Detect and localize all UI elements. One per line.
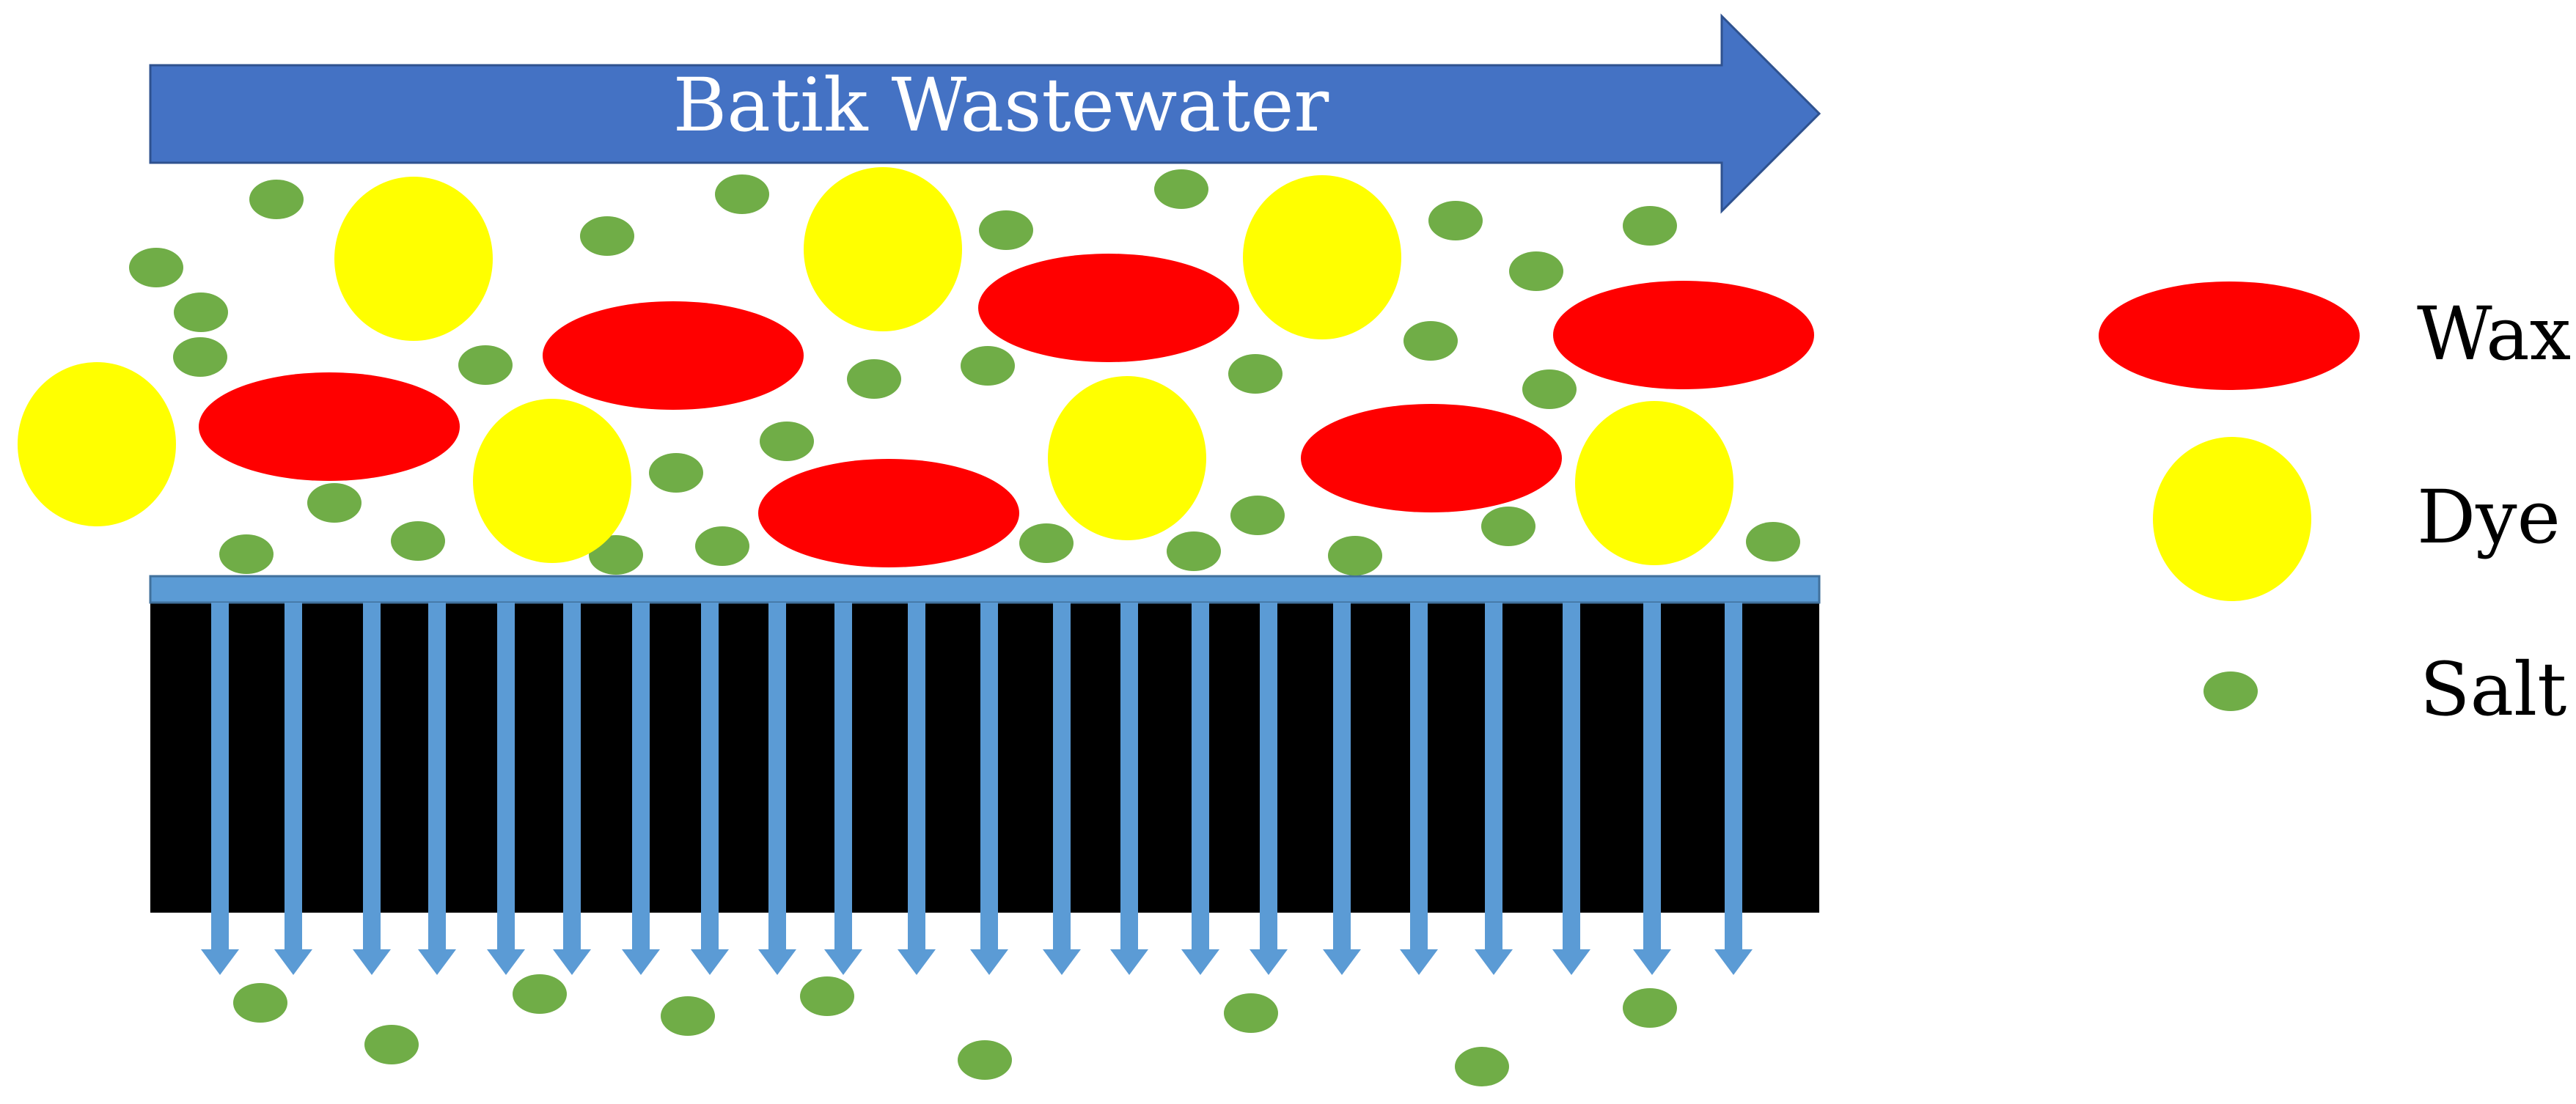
salt-particle <box>847 359 901 399</box>
wax-particles <box>199 254 1814 567</box>
permeate-arrow <box>1400 603 1438 975</box>
salt-particle <box>1481 507 1535 546</box>
wax-particle <box>758 459 1019 567</box>
permeate-salt-particles <box>233 974 1677 1086</box>
salt-particle <box>979 210 1033 250</box>
salt-particle <box>1455 1047 1509 1086</box>
feed-salt-particles <box>129 169 1800 575</box>
wax-particle <box>1301 404 1562 512</box>
salt-particle <box>233 983 287 1023</box>
salt-particle <box>695 526 749 566</box>
salt-particle <box>1019 523 1074 563</box>
legend-item-dye: Dye <box>2153 437 2561 601</box>
salt-particle <box>1224 993 1278 1033</box>
salt-particle <box>458 345 513 385</box>
permeate-arrow <box>201 603 239 975</box>
membrane-surface-layer <box>149 575 1821 604</box>
salt-particle <box>715 174 769 214</box>
flow-arrow-shape <box>149 13 1821 214</box>
wax-particle <box>543 301 804 410</box>
legend-dye-swatch <box>2153 437 2311 601</box>
permeate-arrow <box>758 603 796 975</box>
salt-particle <box>760 422 814 461</box>
permeate-arrow <box>553 603 591 975</box>
permeate-arrow <box>1323 603 1361 975</box>
salt-particle <box>1623 988 1677 1028</box>
salt-particle <box>649 453 703 493</box>
permeate-arrow <box>1552 603 1590 975</box>
salt-particle <box>307 483 362 523</box>
dye-particle <box>804 167 962 331</box>
permeate-arrow <box>274 603 312 975</box>
wax-particle <box>1553 281 1814 389</box>
permeate-arrow <box>487 603 525 975</box>
legend-item-salt: Salt <box>2203 647 2566 732</box>
permeate-arrow <box>970 603 1008 975</box>
legend-salt-label: Salt <box>2420 647 2566 732</box>
salt-particle <box>1522 369 1577 409</box>
salt-particle <box>800 976 854 1016</box>
permeate-arrow <box>418 603 456 975</box>
permeate-arrow <box>1714 603 1753 975</box>
salt-particle <box>1154 169 1208 209</box>
feed-particles <box>18 167 1814 575</box>
wastewater-flow-arrow: Batik Wastewater <box>149 13 1821 214</box>
permeate-arrow <box>1475 603 1513 975</box>
permeate-arrow <box>1250 603 1288 975</box>
dye-particle <box>1048 376 1206 540</box>
salt-particle <box>174 292 228 332</box>
dye-particle <box>1243 175 1401 339</box>
permeate-arrow <box>898 603 936 975</box>
dye-particle <box>1575 401 1733 565</box>
salt-particle <box>513 974 567 1014</box>
salt-particle <box>391 521 445 561</box>
salt-particle <box>1328 536 1382 575</box>
salt-particle <box>1509 251 1563 291</box>
legend-wax-label: Wax <box>2417 291 2571 377</box>
permeate-arrow <box>353 603 391 975</box>
wax-particle <box>978 254 1239 362</box>
permeate-arrow <box>1633 603 1671 975</box>
dye-particle <box>473 399 631 563</box>
legend-salt-swatch <box>2203 671 2258 711</box>
salt-particle <box>219 534 274 574</box>
salt-particle <box>589 535 643 575</box>
permeate-arrow <box>691 603 729 975</box>
dye-particle <box>334 177 493 341</box>
permeate-arrows <box>201 603 1753 975</box>
permeate-arrow <box>1181 603 1219 975</box>
legend-wax-swatch <box>2099 281 2360 390</box>
permeate-arrow <box>1043 603 1081 975</box>
salt-particle <box>1403 321 1458 361</box>
salt-particle <box>661 996 715 1036</box>
salt-particle <box>1230 496 1285 535</box>
salt-particle <box>1746 522 1800 562</box>
salt-particle <box>129 248 183 287</box>
permeate-arrow <box>824 603 862 975</box>
salt-particle <box>249 180 304 219</box>
dye-particle <box>18 362 176 526</box>
flow-arrow-label: Batik Wastewater <box>673 62 1329 148</box>
legend-dye-label: Dye <box>2417 474 2561 560</box>
permeate-arrow <box>622 603 660 975</box>
wax-particle <box>199 372 460 481</box>
legend: Wax Dye Salt <box>2099 281 2571 732</box>
salt-particle <box>364 1025 419 1064</box>
salt-particle <box>1228 354 1283 394</box>
salt-particle <box>173 337 227 377</box>
salt-particle <box>961 346 1015 386</box>
salt-particle <box>1623 206 1677 246</box>
legend-item-wax: Wax <box>2099 281 2571 390</box>
permeate-arrow <box>1110 603 1148 975</box>
dye-particles <box>18 167 1733 565</box>
salt-particle <box>580 216 634 256</box>
salt-particle <box>1428 201 1483 240</box>
salt-particle <box>1167 531 1221 571</box>
salt-particle <box>958 1040 1012 1080</box>
